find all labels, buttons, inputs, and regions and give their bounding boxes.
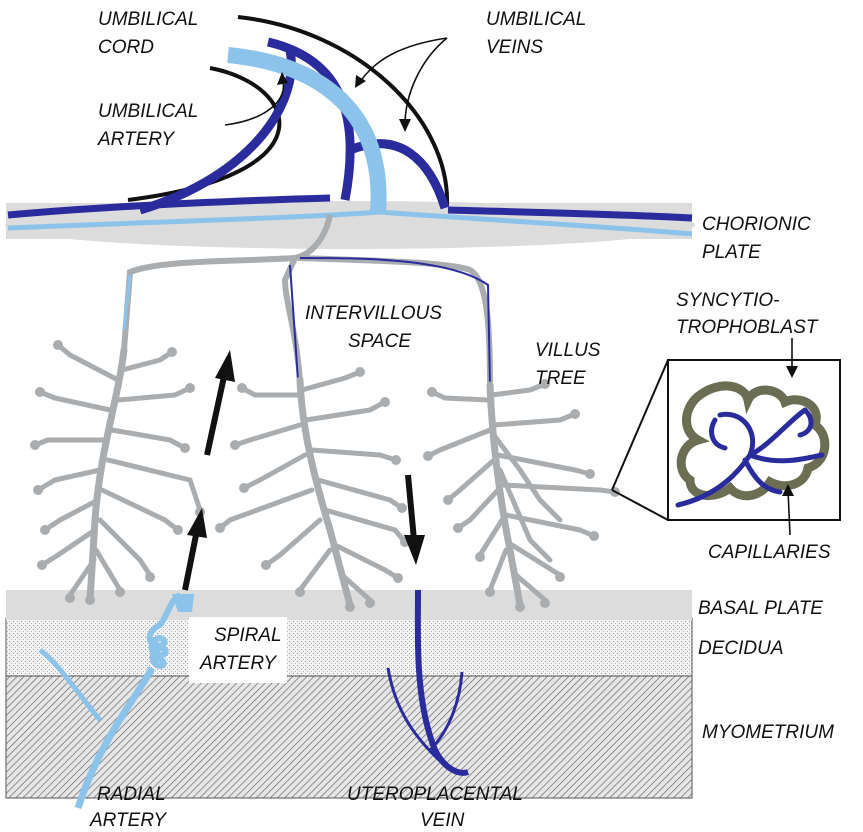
label-umbilical-veins-line1: UMBILICAL — [486, 9, 586, 30]
arrow-up-icon — [207, 350, 235, 455]
villus-tree-right — [428, 384, 615, 605]
label-umbilical-veins-line2: VEINS — [486, 37, 543, 58]
label-uteroplacental-vein-line1: UTEROPLACENTAL — [347, 784, 523, 805]
label-chorionic-plate-line2: PLATE — [702, 242, 761, 263]
inset-connector-bottom — [612, 490, 668, 520]
label-intervillous-space-line2: SPACE — [348, 331, 411, 352]
label-umbilical-artery-line1: UMBILICAL — [98, 101, 198, 122]
decidua-layer — [6, 618, 692, 676]
label-decidua: DECIDUA — [698, 638, 784, 659]
label-basal-plate: BASAL PLATE — [698, 598, 823, 619]
label-umbilical-cord-line2: CORD — [98, 37, 154, 58]
villus-tree-left — [35, 345, 200, 600]
label-spiral-artery-line2: ARTERY — [199, 653, 277, 674]
label-umbilical-artery-line2: ARTERY — [97, 129, 175, 150]
umbilical-vein-3 — [350, 144, 445, 208]
label-myometrium: MYOMETRIUM — [702, 722, 834, 743]
label-radial-artery-line2: ARTERY — [89, 810, 167, 831]
label-syncytiotrophoblast-line1: SYNCYTIO- — [676, 290, 779, 311]
label-intervillous-space-line1: INTERVILLOUS — [305, 303, 442, 324]
label-spiral-artery-line1: SPIRAL — [214, 625, 282, 646]
inset-connector-top — [612, 360, 668, 490]
arrow-up-icon — [185, 508, 207, 590]
label-chorionic-plate-line1: CHORIONIC — [702, 214, 811, 235]
label-villus-tree-line1: VILLUS — [535, 340, 601, 361]
label-radial-artery-line1: RADIAL — [97, 784, 166, 805]
label-syncytiotrophoblast-line2: TROPHOBLAST — [676, 317, 819, 338]
label-umbilical-cord-line1: UMBILICAL — [98, 9, 198, 30]
label-capillaries: CAPILLARIES — [708, 542, 831, 563]
label-uteroplacental-vein-line2: VEIN — [420, 810, 465, 831]
arrow-down-icon — [404, 475, 425, 565]
label-villus-tree-line2: TREE — [535, 368, 586, 389]
